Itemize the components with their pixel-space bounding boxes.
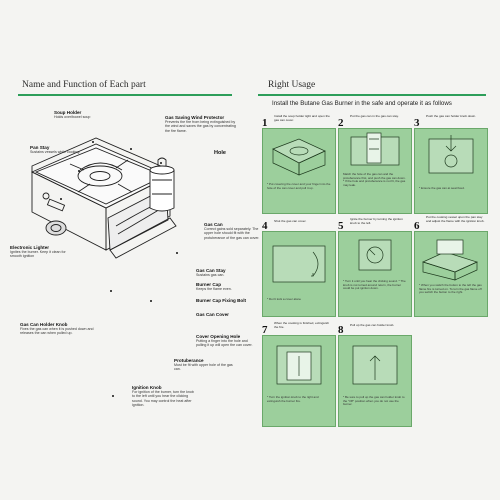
step-1-illustration — [272, 138, 326, 176]
usage-intro: Install the Butane Gas Burner in the saf… — [272, 100, 452, 107]
step-2: 2 Put the gas can in the gas can stay. — [338, 114, 399, 129]
part-protuberance: Protuberance Must be fit with upper hole… — [174, 358, 233, 372]
step-3: 3 Push the gas can holder knob down. — [414, 114, 477, 129]
step-6: 6 Put the cooking vessel upon the pan st… — [414, 215, 485, 232]
left-title-underline — [18, 94, 232, 96]
part-gas-saving-wind-protector: Gas Saving Wind Protector Prevents the f… — [165, 115, 236, 133]
stove-illustration — [30, 137, 177, 259]
part-soup-holder: Soup Holder Holds over/bowel soup — [54, 110, 91, 119]
part-hole: Hole — [214, 150, 226, 156]
left-section-title: Name and Function of Each part — [22, 80, 146, 90]
step-8-illustration — [352, 345, 398, 385]
step-6-illustration — [422, 239, 478, 281]
step-4: 4 Shut the gas can cover. — [262, 219, 307, 232]
step-7-panel: * Turn the ignition knob to the right an… — [262, 335, 336, 427]
right-section-title: Right Usage — [268, 80, 316, 90]
step-1-panel: * Put covering the cover and your finger… — [262, 128, 336, 214]
step-2-panel: Match the hole of the gas can and the pr… — [338, 128, 412, 214]
part-gas-can: Gas Can Correct gains sold separately. T… — [204, 222, 260, 240]
part-electronic-lighter: Electronic Lighter Ignites the burner. K… — [10, 245, 66, 259]
right-title-underline — [258, 94, 486, 96]
step-5-panel: * Turn it until you hear the clicking so… — [338, 231, 412, 317]
step-1: 1 Install the soup holder tight and open… — [262, 114, 330, 129]
step-5: 5 Ignite the burner by turning the ignit… — [338, 217, 403, 232]
step-5-illustration — [358, 239, 392, 271]
step-3-panel: * Ensure the gas can at seat fixed. — [414, 128, 488, 214]
step-7-illustration — [276, 345, 322, 385]
part-gas-can-stay: Gas Can Stay Sustains gas can. — [196, 268, 226, 277]
step-7: 7 When the cooking is finished, extingui… — [262, 321, 330, 336]
part-burner-cap: Burner Cap Keeps the flame even. — [196, 282, 232, 291]
step-3-illustration — [428, 135, 474, 174]
part-cover-opening-hole: Cover Opening Hole Putting a finger into… — [196, 334, 253, 348]
part-ignition-knob: Ignition Knob For ignition of the burner… — [132, 385, 194, 407]
part-pan-stay: Pan Stay Sustains vessels while cooking. — [30, 145, 81, 154]
step-8-panel: * Be sure to pull up the gas can holder … — [338, 335, 412, 427]
step-8: 8 Pull up the gas can holder knob. — [338, 323, 395, 336]
step-6-panel: * When you switch the button to the left… — [414, 231, 488, 317]
part-gas-can-holder-knob: Gas Can Holder Knob Fixes the gas can wh… — [20, 322, 94, 336]
step-4-panel: * Don't lock a cover alone — [262, 231, 336, 317]
step-4-illustration — [272, 245, 326, 283]
part-gas-can-cover: Gas Can Cover — [196, 312, 229, 317]
step-2-illustration — [350, 132, 400, 166]
part-burner-cap-fixing-bolt: Burner Cap Fixing Bolt — [196, 298, 247, 303]
